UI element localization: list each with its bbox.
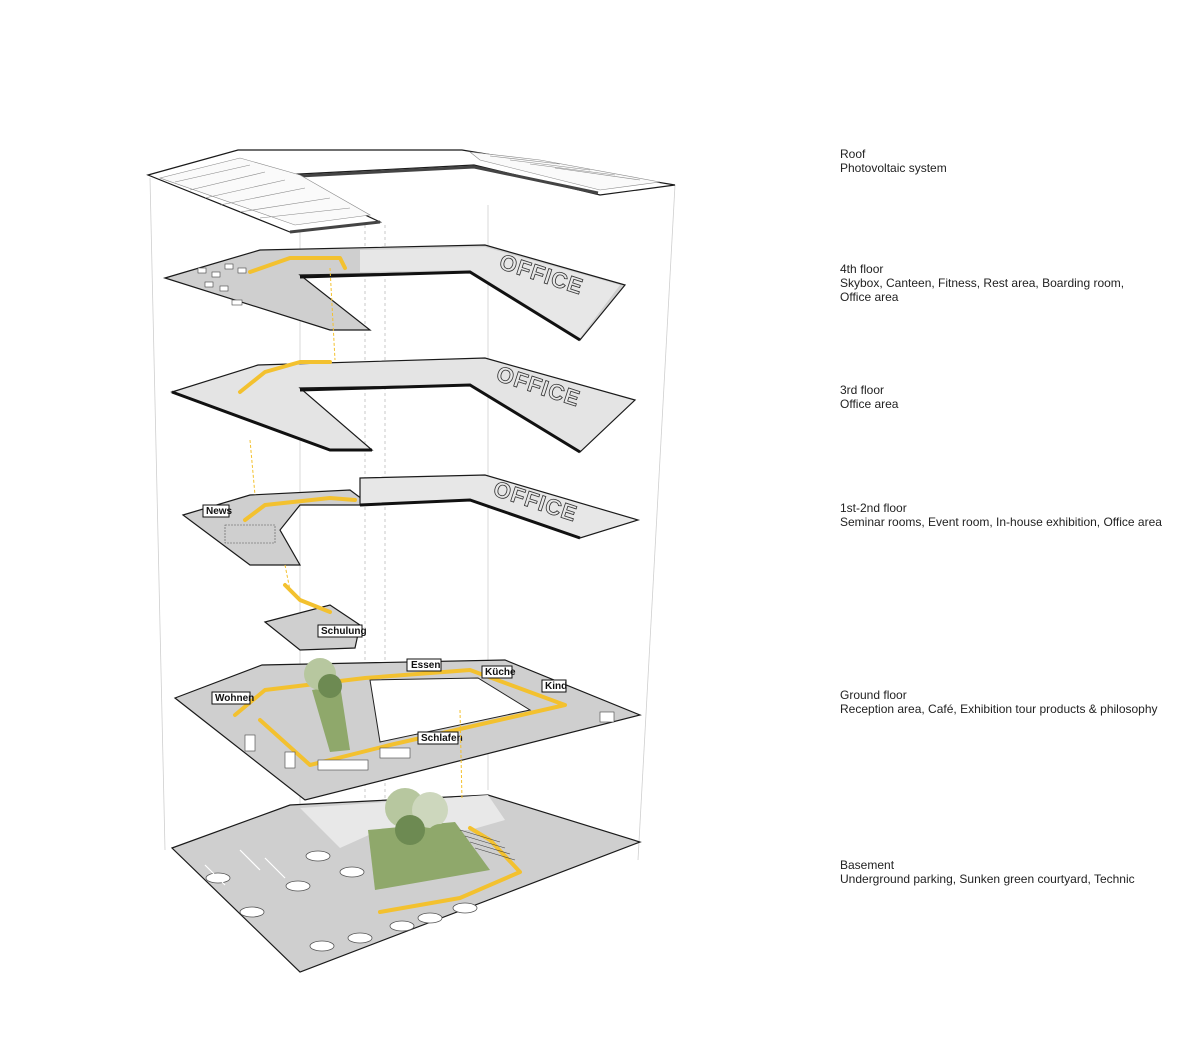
- first-second-floor: OFFICE News: [181, 474, 641, 566]
- basement-trees: [385, 788, 454, 852]
- ground-floor: Wohnen Essen Küche Kind Schlafen: [173, 658, 642, 801]
- roof-level: [146, 149, 676, 234]
- legend-title: Basement: [840, 858, 895, 872]
- legend-title: Ground floor: [840, 688, 907, 702]
- news-label: News: [206, 506, 233, 517]
- photovoltaic-panels: [158, 151, 661, 226]
- fourth-floor: OFFICE: [162, 244, 627, 342]
- third-floor: OFFICE: [170, 357, 637, 454]
- schlafen-tag: Schlafen: [417, 731, 463, 745]
- wohnen-label: Wohnen: [215, 693, 254, 704]
- furniture-4th: [197, 263, 247, 306]
- legend-title: Roof: [840, 147, 866, 161]
- legend-ground-floor: Ground floor Reception area, Café, Exhib…: [840, 688, 1170, 716]
- seating-grid: [224, 524, 276, 544]
- kueche-label: Küche: [485, 667, 516, 678]
- kueche-tag: Küche: [481, 665, 516, 679]
- schulung-label: Schulung: [321, 626, 367, 637]
- parking-lines: [204, 849, 286, 886]
- legend-desc: Office area: [840, 290, 899, 304]
- legend-4th-floor: 4th floor Skybox, Canteen, Fitness, Rest…: [840, 262, 1170, 304]
- news-tag: News: [202, 504, 233, 518]
- ground-courtyard-green: [312, 685, 350, 752]
- legend-desc: Reception area, Café, Exhibition tour pr…: [840, 702, 1158, 716]
- legend-title: 3rd floor: [840, 383, 885, 397]
- legend-desc: Office area: [840, 397, 899, 411]
- legend-desc: Skybox, Canteen, Fitness, Rest area, Boa…: [840, 276, 1125, 290]
- legend-title: 4th floor: [840, 262, 884, 276]
- vertical-circulation: [249, 267, 463, 801]
- legend-3rd-floor: 3rd floor Office area: [840, 383, 1170, 411]
- wohnen-tag: Wohnen: [211, 691, 254, 705]
- legend-desc: Seminar rooms, Event room, In-house exhi…: [840, 515, 1162, 529]
- kind-label: Kind: [545, 681, 567, 692]
- ground-partition-walls: [244, 711, 615, 771]
- legend-desc: Underground parking, Sunken green courty…: [840, 872, 1135, 886]
- parking-cars: [205, 850, 478, 952]
- essen-tag: Essen: [406, 658, 442, 672]
- training-mezzanine: Schulung: [263, 583, 367, 651]
- basement-level: [170, 788, 642, 973]
- legend-basement: Basement Underground parking, Sunken gre…: [840, 858, 1170, 886]
- legend-1st-2nd-floor: 1st-2nd floor Seminar rooms, Event room,…: [840, 501, 1170, 529]
- essen-label: Essen: [411, 660, 440, 671]
- legend-title: 1st-2nd floor: [840, 501, 907, 515]
- kind-tag: Kind: [541, 679, 567, 693]
- schulung-tag: Schulung: [317, 624, 367, 638]
- schlafen-label: Schlafen: [421, 733, 463, 744]
- basement-stair: [459, 829, 516, 861]
- legend-roof: Roof Photovoltaic system: [840, 147, 1170, 175]
- legend-desc: Photovoltaic system: [840, 161, 947, 175]
- ground-trees: [304, 658, 342, 698]
